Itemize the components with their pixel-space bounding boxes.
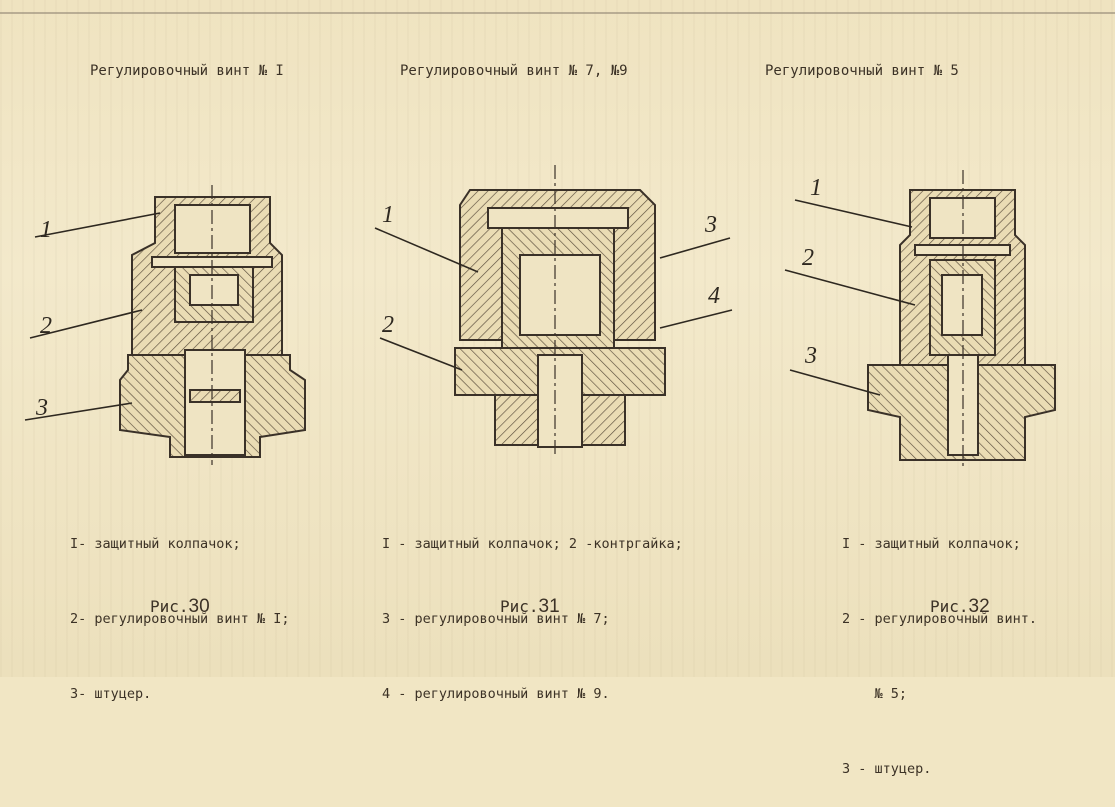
caption-fig32-prefix: Рис. <box>930 597 969 616</box>
callout-fig30-1: 1 <box>40 217 52 243</box>
caption-fig30-prefix: Рис. <box>150 597 189 616</box>
legend-fig30-line: 2- регулировочный винт № I; <box>70 611 290 627</box>
caption-fig31: Рис.31 <box>500 596 560 618</box>
top-rule <box>0 12 1115 14</box>
legend-fig32: I - защитный колпачок; 2 - регулировочны… <box>842 482 1037 807</box>
callout-fig31-2: 2 <box>382 312 394 338</box>
callout-fig32-1: 1 <box>810 175 822 201</box>
caption-fig32-number: 32 <box>968 596 990 617</box>
callout-fig30-2: 2 <box>40 313 52 339</box>
legend-fig32-line: 2 - регулировочный винт. <box>842 611 1038 627</box>
callout-fig32-3: 3 <box>804 343 817 369</box>
legend-fig32-line: 3 - штуцер. <box>842 761 932 777</box>
legend-fig32-line: № 5; <box>842 686 908 702</box>
legend-fig30-line: I- защитный колпачок; <box>70 536 241 552</box>
title-fig31: Регулировочный винт № 7, №9 <box>400 63 628 79</box>
title-fig32: Регулировочный винт № 5 <box>765 63 959 79</box>
figure-32-drawing: 1 2 3 <box>784 170 1056 470</box>
caption-fig32: Рис.32 <box>930 596 990 618</box>
figure-30-drawing: 1 2 3 <box>24 185 306 465</box>
legend-fig30-line: 3- штуцер. <box>70 686 152 702</box>
callout-fig30-3: 3 <box>35 395 48 421</box>
legend-fig32-line: I - защитный колпачок; <box>842 536 1021 552</box>
title-fig30: Регулировочный винт № I <box>90 63 284 79</box>
callout-fig31-3: 3 <box>704 212 717 238</box>
legend-fig31-line: 4 - регулировочный винт № 9. <box>382 686 610 702</box>
callout-fig32-2: 2 <box>802 245 814 271</box>
legend-fig31-line: I - защитный колпачок; 2 -контргайка; <box>382 536 683 552</box>
callout-fig31-4: 4 <box>708 283 720 309</box>
figure-31-drawing: 1 2 3 4 <box>374 165 733 455</box>
caption-fig31-prefix: Рис. <box>500 597 539 616</box>
caption-fig31-number: 31 <box>538 596 560 617</box>
caption-fig30-number: 30 <box>188 596 210 617</box>
callout-fig31-1: 1 <box>382 202 394 228</box>
caption-fig30: Рис.30 <box>150 596 210 618</box>
legend-fig31-line: 3 - регулировочный винт № 7; <box>382 611 610 627</box>
